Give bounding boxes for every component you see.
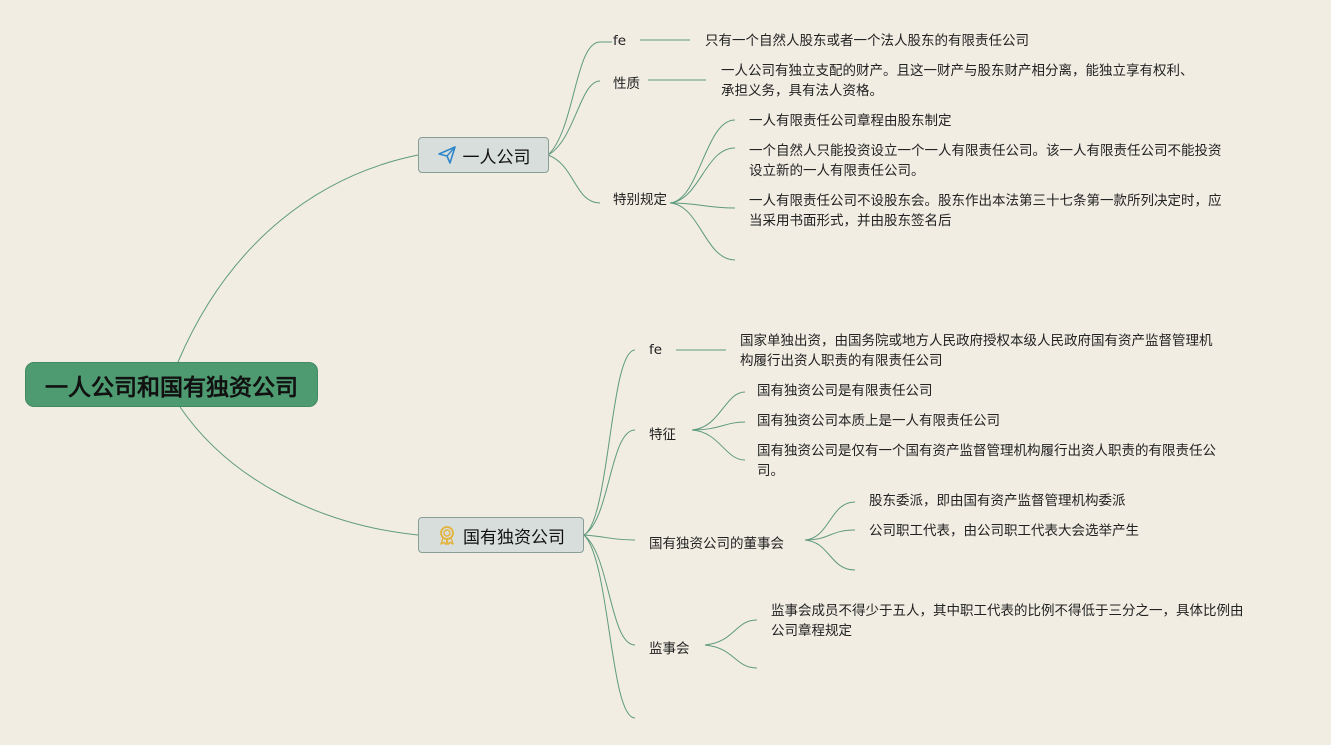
branch-one-person-company[interactable]: 一人公司 xyxy=(418,137,549,173)
root-topic-label: 一人公司和国有独资公司 xyxy=(45,374,298,401)
subtopic-b2-features[interactable]: 特征 xyxy=(649,427,676,443)
connector-b1-fe xyxy=(547,41,601,156)
leaf-b2-fe-1[interactable]: 国家单独出资，由国务院或地方人民政府授权本级人民政府国有资产监督管理机 构履行出… xyxy=(740,333,1213,369)
connector-b2-dongshihui xyxy=(583,534,636,541)
connector-b1-xingzhi xyxy=(547,80,601,156)
leaf-b1-nature-1[interactable]: 一人公司有独立支配的财产。且这一财产与股东财产相分离，能独立享有权利、 承担义务… xyxy=(721,63,1194,99)
connector-b2-tezheng xyxy=(583,429,636,536)
leaf-b2-features-2[interactable]: 国有独资公司本质上是一人有限责任公司 xyxy=(757,413,1000,429)
subtopic-b2-supervisors[interactable]: 监事会 xyxy=(649,641,690,657)
subtopic-b2-board[interactable]: 国有独资公司的董事会 xyxy=(649,536,784,552)
connector-b1-tebie xyxy=(547,154,601,204)
subtopic-b1-special-rules[interactable]: 特别规定 xyxy=(613,192,667,208)
leaf-b2-features-1[interactable]: 国有独资公司是有限责任公司 xyxy=(757,383,933,399)
connector-b2-jianshihui xyxy=(583,534,636,646)
root-topic[interactable]: 一人公司和国有独资公司 xyxy=(25,362,318,407)
leaf-b2-supervisors-1[interactable]: 监事会成员不得少于五人，其中职工代表的比例不得低于三分之一，具体比例由 公司章程… xyxy=(771,603,1244,639)
leaf-b1-special-1[interactable]: 一人有限责任公司章程由股东制定 xyxy=(749,113,952,129)
connector-root-branch1 xyxy=(177,154,419,363)
leaf-b2-board-1[interactable]: 股东委派，即由国有资产监督管理机构委派 xyxy=(869,493,1126,509)
subtopic-b1-fe[interactable]: fe xyxy=(613,33,627,49)
leaf-b2-features-3[interactable]: 国有独资公司是仅有一个国有资产监督管理机构履行出资人职责的有限责任公 司。 xyxy=(757,443,1216,479)
connector-root-branch2 xyxy=(179,406,419,536)
leaf-b2-board-2[interactable]: 公司职工代表，由公司职工代表大会选举产生 xyxy=(869,523,1139,539)
subtopic-b2-fe[interactable]: fe xyxy=(649,342,663,358)
branch-label: 一人公司 xyxy=(462,147,531,168)
leaf-b1-special-2[interactable]: 一个自然人只能投资设立一个一人有限责任公司。该一人有限责任公司不能投资 设立新的… xyxy=(749,143,1222,179)
subtopic-b1-nature[interactable]: 性质 xyxy=(613,76,640,92)
branch-state-owned-company[interactable]: 国有独资公司 xyxy=(418,517,584,553)
paper-plane-icon xyxy=(437,145,457,165)
connector-b2-fe xyxy=(583,349,636,536)
leaf-b1-fe-1[interactable]: 只有一个自然人股东或者一个法人股东的有限责任公司 xyxy=(705,33,1029,49)
leaf-b1-special-3[interactable]: 一人有限责任公司不设股东会。股东作出本法第三十七条第一款所列决定时，应 当采用书… xyxy=(749,193,1222,229)
branch-label: 国有独资公司 xyxy=(463,527,565,548)
award-badge-icon xyxy=(437,525,457,545)
